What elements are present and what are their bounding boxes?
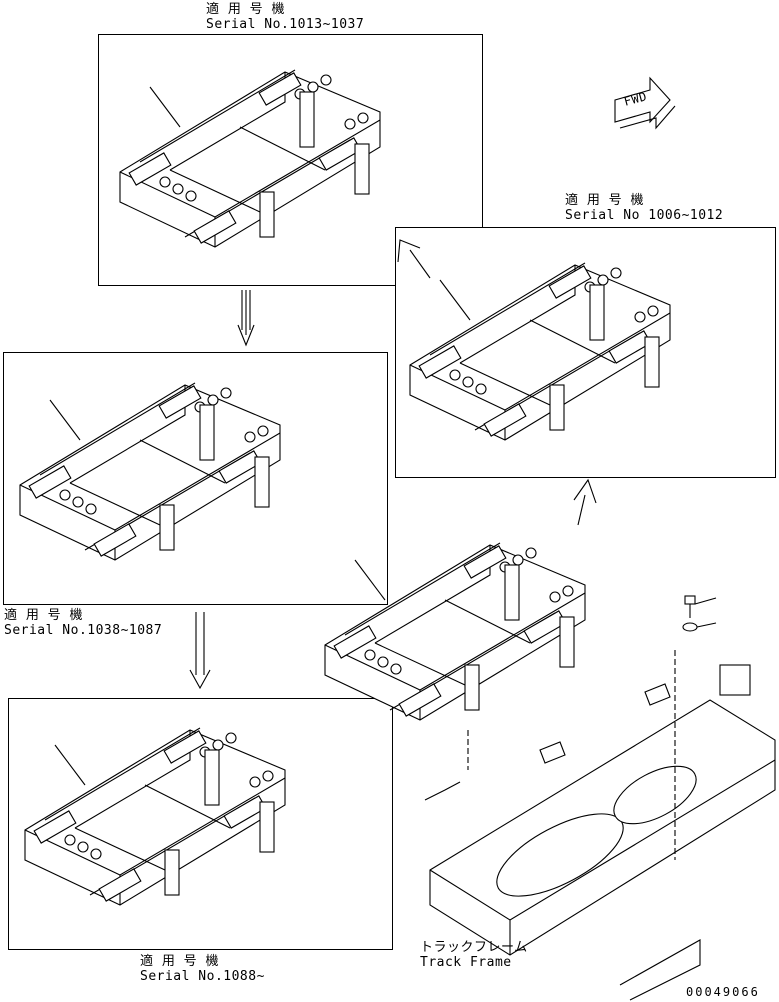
serial-range: Serial No.1088~ xyxy=(140,969,265,984)
serial-label-right: 適 用 号 機 Serial No 1006~1012 xyxy=(565,193,723,223)
shim-icon xyxy=(539,741,566,764)
arrow-down-icon xyxy=(237,290,255,347)
arrow-up-right-icon xyxy=(397,239,431,279)
fwd-arrow-icon xyxy=(614,76,676,130)
frame-serial-1013-1037 xyxy=(119,69,381,248)
frame-serial-1038-1087 xyxy=(19,382,281,561)
serial-range: Serial No 1006~1012 xyxy=(565,208,724,223)
frame-serial-1006-1012 xyxy=(409,262,671,441)
serial-label-mid-left: 適 用 号 機 Serial No.1038~1087 xyxy=(4,608,162,638)
frame-serial-1088 xyxy=(24,727,286,906)
applicable-model-label: 適 用 号 機 xyxy=(4,608,83,623)
drawing-number: 00049066 xyxy=(686,985,760,999)
serial-label-top: 適 用 号 機 Serial No.1013~1037 xyxy=(206,2,364,32)
applicable-model-label: 適 用 号 機 xyxy=(140,954,219,969)
arrow-up-icon xyxy=(573,478,597,526)
serial-range: Serial No.1013~1037 xyxy=(206,17,365,32)
serial-range: Serial No.1038~1087 xyxy=(4,623,163,638)
track-frame-en: Track Frame xyxy=(420,955,512,970)
arrow-down-icon xyxy=(189,612,211,690)
serial-label-bottom-left: 適 用 号 機 Serial No.1088~ xyxy=(140,954,265,984)
shim-icon xyxy=(644,683,671,706)
track-frame-jp: トラックフレーム xyxy=(420,940,528,955)
bolt-icon xyxy=(682,595,717,632)
track-frame-label: トラックフレーム Track Frame xyxy=(420,940,528,970)
frame-current xyxy=(324,542,586,721)
applicable-model-label: 適 用 号 機 xyxy=(206,2,285,17)
applicable-model-label: 適 用 号 機 xyxy=(565,193,644,208)
